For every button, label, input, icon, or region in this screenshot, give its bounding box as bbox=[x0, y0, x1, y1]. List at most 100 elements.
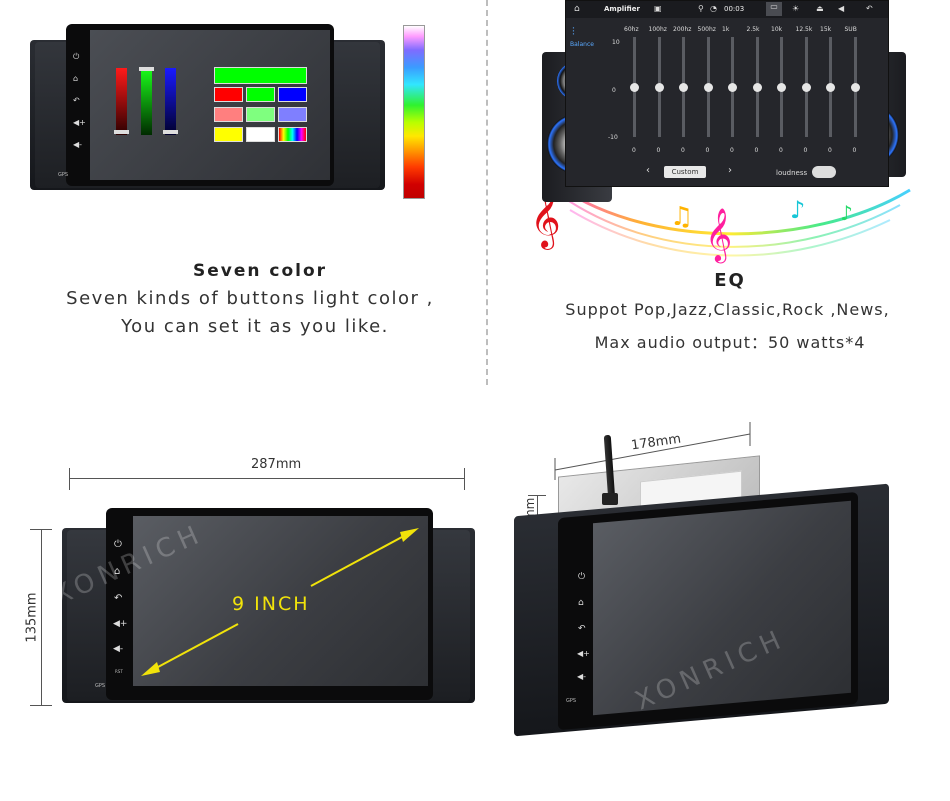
eq-band-knob[interactable] bbox=[654, 83, 664, 92]
balance-label[interactable]: Balance bbox=[570, 41, 594, 48]
eq-band-knob[interactable] bbox=[777, 83, 786, 92]
eq-band-value: 0 bbox=[754, 147, 759, 154]
back-icon[interactable]: ↶ bbox=[73, 96, 80, 105]
eq-band-value: 0 bbox=[681, 147, 685, 154]
blue-slider[interactable] bbox=[165, 68, 176, 135]
amplifier-screen: ⌂ Amplifier ▣ ⚲ ◔ 00:03 ▭ ☀ ⏏ ◀ ↶ ⫶ Bala… bbox=[565, 0, 889, 187]
back-icon[interactable]: ↶ bbox=[578, 624, 586, 634]
eq-band-knob[interactable] bbox=[679, 83, 688, 92]
wifi-icon: ◔ bbox=[710, 4, 717, 13]
power-icon[interactable]: ⏻ bbox=[73, 52, 80, 61]
width-dimension-line bbox=[69, 478, 464, 479]
swatch-yellow[interactable] bbox=[214, 127, 243, 142]
home-icon[interactable]: ⌂ bbox=[574, 4, 580, 14]
screen bbox=[133, 516, 428, 686]
color-caption-title: Seven color bbox=[192, 261, 328, 281]
volume-up-icon[interactable]: ◀+ bbox=[113, 619, 128, 629]
volume-down-icon[interactable]: ◀- bbox=[73, 140, 83, 149]
swatch-red[interactable] bbox=[214, 87, 243, 102]
eq-band-knob[interactable] bbox=[728, 83, 737, 92]
color-spectrum-bar bbox=[403, 25, 425, 199]
screen bbox=[90, 30, 330, 180]
back-icon[interactable]: ↶ bbox=[866, 4, 873, 13]
gps-label: GPS bbox=[95, 683, 106, 689]
eq-band-label: 100hz bbox=[648, 26, 667, 33]
loudness-toggle[interactable] bbox=[812, 166, 836, 178]
height-label: 135mm bbox=[24, 592, 40, 643]
eq-band-label: 15k bbox=[820, 26, 832, 33]
status-bar bbox=[566, 1, 888, 18]
color-panel: ⏻ ⌂ ↶ ◀+ ◀- GPS Seven color Seven kinds … bbox=[0, 0, 480, 385]
side-dimension-panel: 178mm 50mm ⏻ ⌂ ↶ ◀+ ◀- GPS XONRICH bbox=[490, 400, 950, 801]
eq-band-value: 0 bbox=[779, 147, 783, 154]
gps-label: GPS bbox=[566, 698, 577, 704]
color-caption-line2: You can set it as you like. bbox=[121, 316, 389, 337]
eq-caption-title: EQ bbox=[714, 270, 746, 291]
eq-band-value: 0 bbox=[730, 147, 734, 154]
scale-mid: 0 bbox=[612, 87, 616, 94]
eq-band-knob[interactable] bbox=[850, 83, 860, 92]
brightness-icon[interactable]: ☀ bbox=[792, 4, 800, 13]
eq-band-knob[interactable] bbox=[826, 83, 835, 92]
prev-preset-icon[interactable]: ‹ bbox=[646, 165, 650, 176]
swatch-blue[interactable] bbox=[278, 87, 307, 102]
eq-band-knob[interactable] bbox=[801, 83, 811, 92]
swatch-lightgreen[interactable] bbox=[246, 107, 275, 122]
volume-icon[interactable]: ◀ bbox=[838, 4, 845, 13]
swatch-green[interactable] bbox=[246, 87, 275, 102]
volume-up-icon[interactable]: ◀+ bbox=[73, 118, 86, 127]
red-slider-knob[interactable] bbox=[114, 130, 129, 134]
eq-caption-line1: Suppot Pop,Jazz,Classic,Rock ,News, bbox=[565, 300, 890, 319]
vertical-divider bbox=[486, 0, 488, 385]
eq-band-label: 1k bbox=[722, 26, 730, 33]
home-icon[interactable]: ⌂ bbox=[114, 566, 121, 577]
blue-slider-knob[interactable] bbox=[163, 130, 178, 134]
diagonal-arrow bbox=[141, 528, 419, 676]
eq-band-value: 0 bbox=[852, 147, 857, 154]
eq-band-knob[interactable] bbox=[752, 83, 762, 92]
eq-band-label: 12.5k bbox=[795, 26, 813, 33]
volume-down-icon[interactable]: ◀- bbox=[577, 672, 587, 681]
depth-dimension-line bbox=[554, 422, 751, 480]
eject-icon[interactable]: ⏏ bbox=[816, 4, 824, 13]
swatch-lavender[interactable] bbox=[278, 107, 307, 122]
eq-band-knob[interactable] bbox=[630, 83, 639, 92]
home-icon[interactable]: ⌂ bbox=[73, 74, 79, 83]
color-caption-line1: Seven kinds of buttons light color , bbox=[66, 288, 434, 309]
red-slider[interactable] bbox=[116, 68, 127, 135]
power-icon[interactable]: ⏻ bbox=[114, 539, 122, 550]
eq-band-label: 2.5k bbox=[746, 26, 760, 33]
screen-icon[interactable]: ▭ bbox=[766, 2, 782, 16]
app-title: Amplifier bbox=[604, 5, 640, 13]
green-slider-knob[interactable] bbox=[139, 67, 154, 71]
eq-band-knob[interactable] bbox=[703, 83, 713, 92]
swatch-rainbow[interactable] bbox=[278, 127, 307, 142]
preset-button[interactable]: Custom bbox=[664, 166, 706, 178]
rst-label: RST bbox=[115, 669, 123, 674]
height-tick-bottom bbox=[30, 705, 52, 706]
swatch-white[interactable] bbox=[246, 127, 275, 142]
back-icon[interactable]: ↶ bbox=[114, 593, 123, 604]
swatch-pink[interactable] bbox=[214, 107, 243, 122]
eq-band-value: 0 bbox=[632, 147, 636, 154]
image-icon: ▣ bbox=[654, 4, 662, 13]
next-preset-icon[interactable]: › bbox=[728, 165, 732, 176]
swatch-green-wide[interactable] bbox=[214, 67, 307, 84]
volume-up-icon[interactable]: ◀+ bbox=[577, 649, 590, 658]
screen bbox=[593, 500, 851, 716]
volume-down-icon[interactable]: ◀- bbox=[113, 644, 124, 654]
eq-band-label: 10k bbox=[771, 26, 783, 33]
power-icon[interactable]: ⏻ bbox=[578, 572, 586, 582]
screen-size-label: 9 INCH bbox=[232, 593, 310, 615]
balance-icon[interactable]: ⫶ bbox=[572, 25, 575, 38]
eq-caption-line2: Max audio output：50 watts*4 bbox=[594, 333, 866, 352]
eq-band-value: 0 bbox=[828, 147, 832, 154]
location-icon: ⚲ bbox=[698, 4, 704, 13]
home-icon[interactable]: ⌂ bbox=[578, 598, 584, 608]
width-tick-left bbox=[69, 468, 70, 490]
eq-band-label: 500hz bbox=[697, 26, 716, 33]
green-slider[interactable] bbox=[141, 68, 152, 135]
height-tick-top bbox=[528, 495, 546, 496]
width-label: 287mm bbox=[251, 457, 302, 472]
scale-top: 10 bbox=[612, 39, 620, 46]
